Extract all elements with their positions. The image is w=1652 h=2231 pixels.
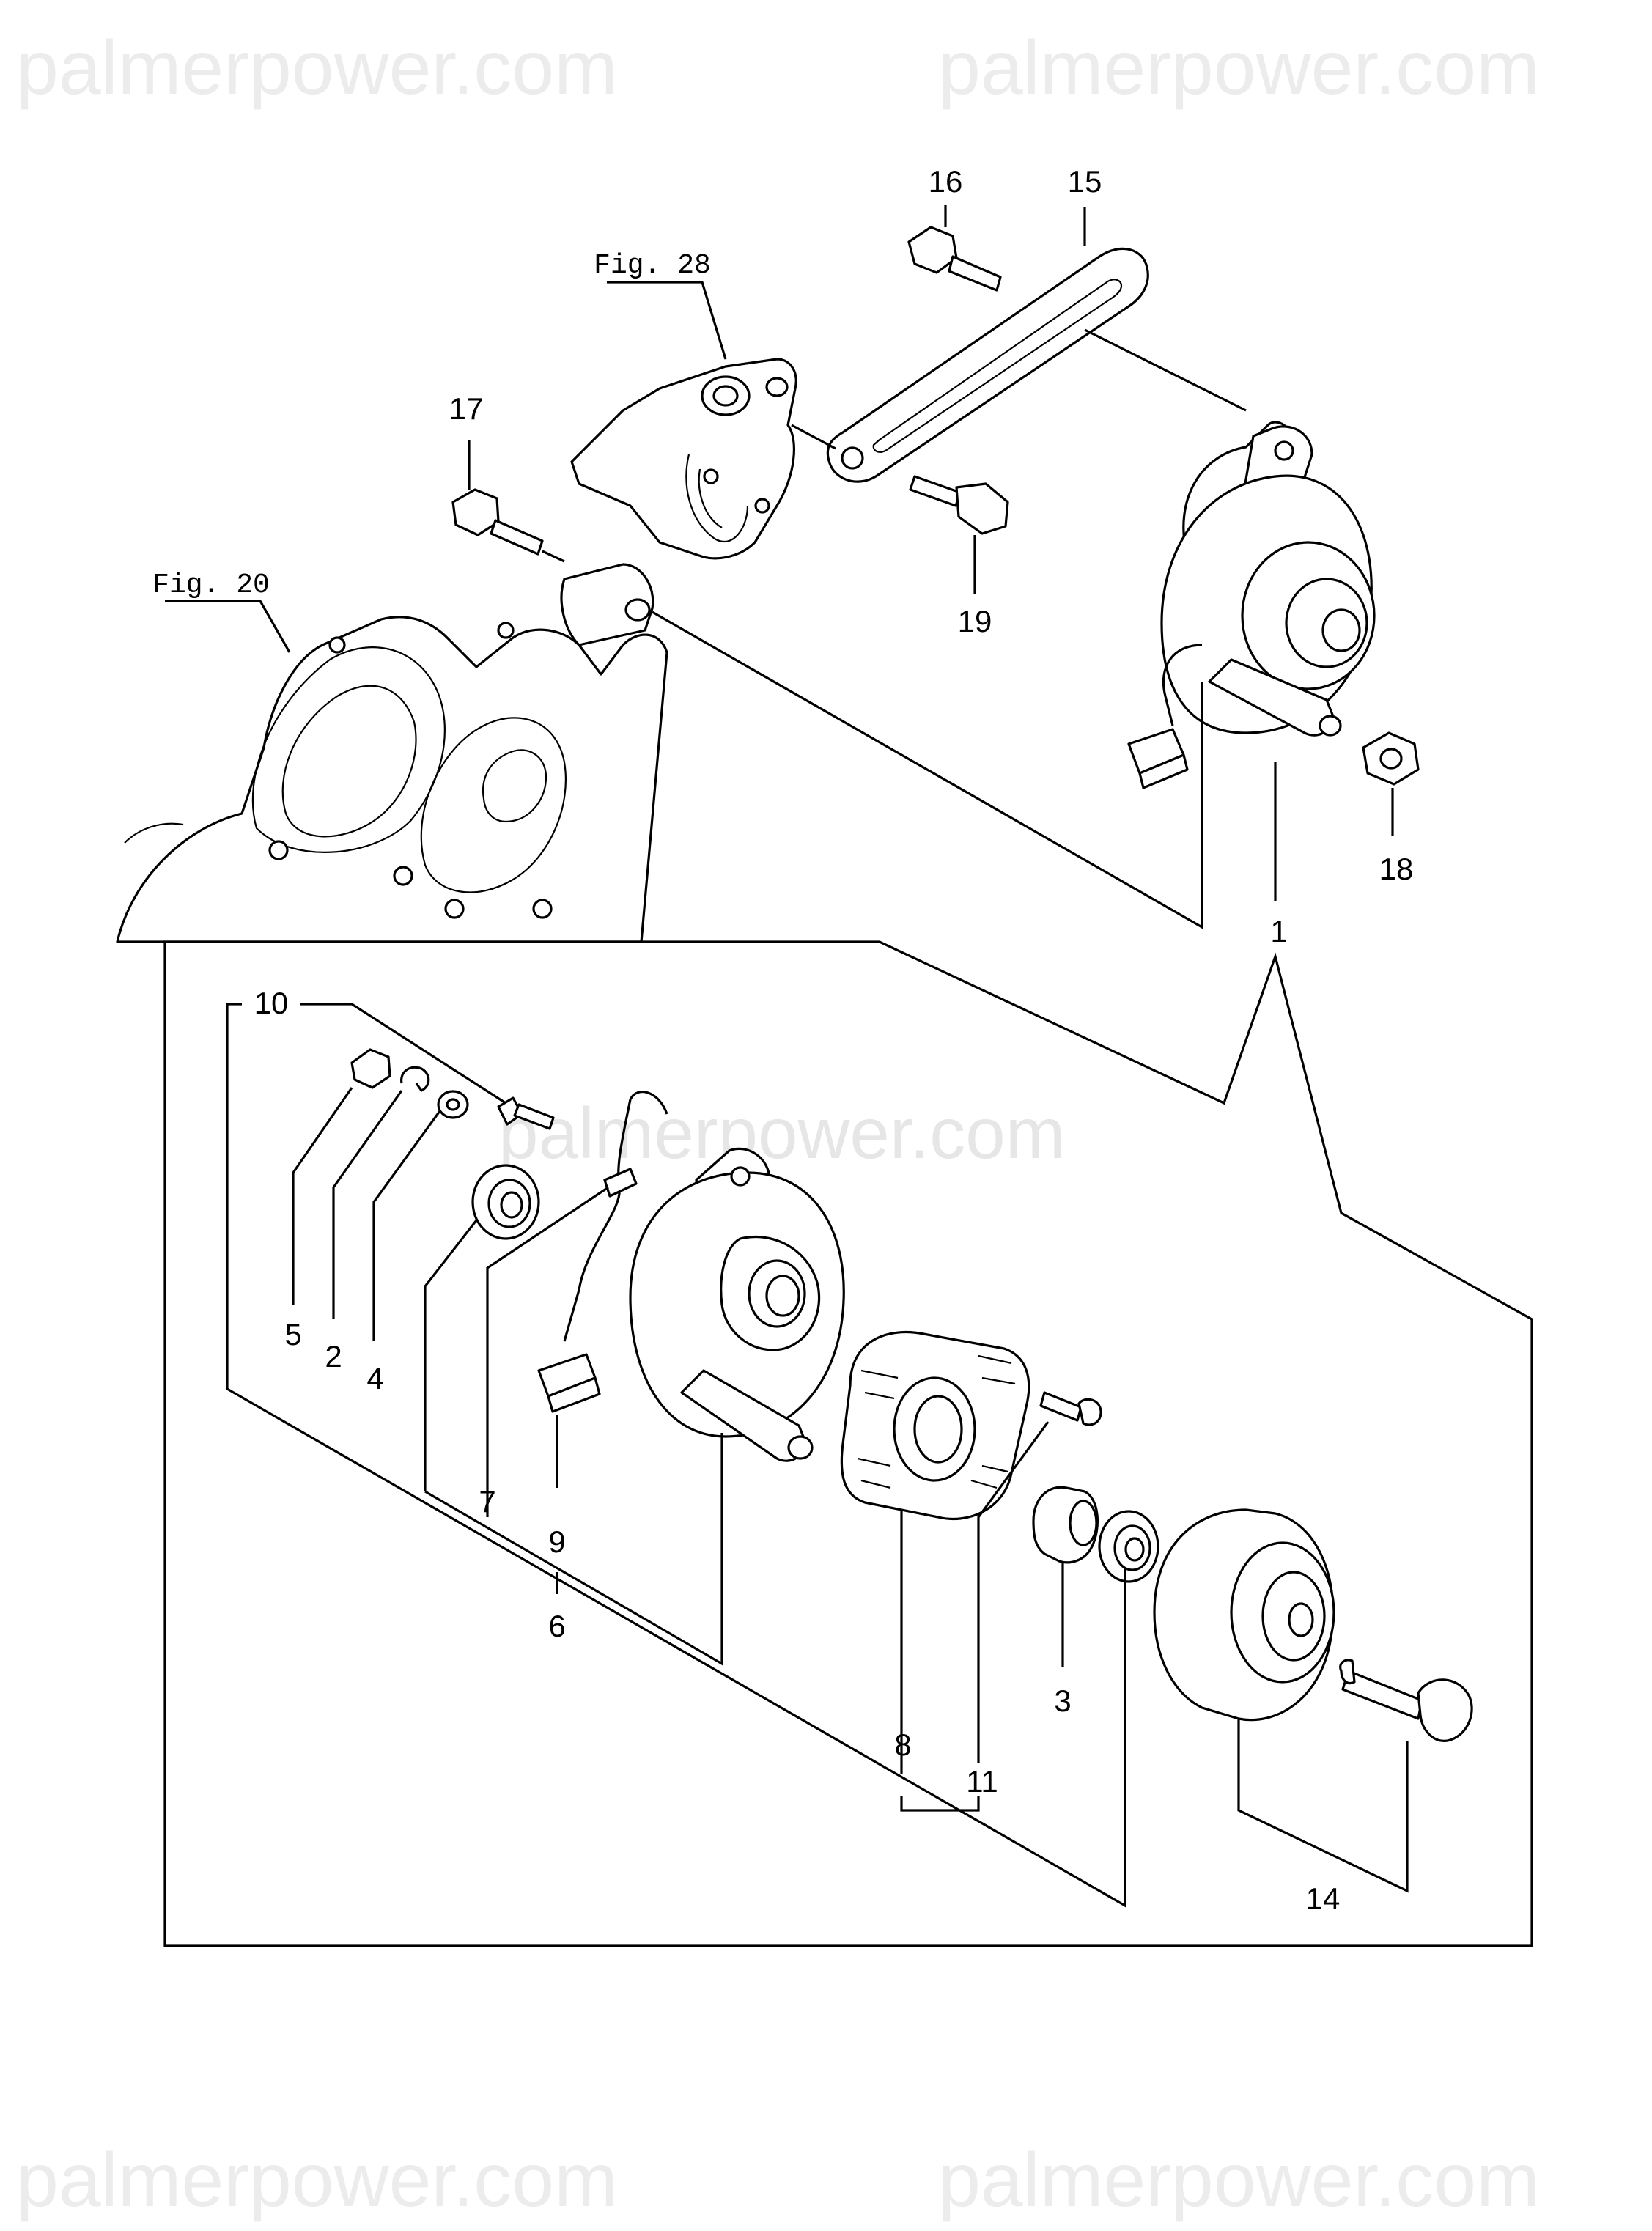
callout-15: 15 (1068, 164, 1102, 199)
callout-1: 1 (1270, 914, 1287, 948)
alternator-assembly (1127, 421, 1376, 789)
callout-18: 18 (1379, 852, 1414, 886)
gear-case-housing (116, 563, 668, 943)
nut-18 (1362, 731, 1420, 786)
exploded-view-enclosure (163, 940, 1533, 1947)
spring-washer-2 (400, 1066, 430, 1092)
figure-reference-20: Fig. 20 (152, 569, 270, 601)
leader-lines-exploded (226, 1003, 1409, 1908)
pulley-14 (1153, 1508, 1335, 1722)
callout-6: 6 (548, 1609, 565, 1643)
adjusting-strap (826, 247, 1149, 483)
callout-8: 8 (894, 1727, 911, 1762)
watermark-bottom-right: palmerpower.com (938, 2138, 1540, 2223)
watermark-top-left: palmerpower.com (16, 26, 618, 111)
screw-11 (1039, 1391, 1083, 1422)
stator-8 (840, 1330, 1030, 1521)
callout-19: 19 (958, 604, 992, 638)
callout-7: 7 (479, 1484, 495, 1519)
pulley-shaft-bolt (1341, 1670, 1423, 1720)
flange-bolt-19 (909, 475, 1009, 535)
callout-17: 17 (449, 391, 484, 426)
callout-5: 5 (284, 1317, 301, 1351)
callout-11: 11 (966, 1764, 998, 1799)
nut-5 (350, 1048, 391, 1089)
figure-reference-28: Fig. 28 (594, 250, 711, 281)
callout-9: 9 (548, 1524, 565, 1559)
watermark-bottom-left: palmerpower.com (16, 2138, 618, 2223)
callout-2: 2 (325, 1339, 342, 1373)
callout-3: 3 (1054, 1684, 1071, 1718)
flange-bolt-17 (451, 488, 544, 556)
watermark-top-right: palmerpower.com (938, 26, 1540, 111)
exploded-parts (350, 1048, 1473, 1742)
flange-bolt-16 (907, 226, 1002, 292)
callout-4: 4 (366, 1361, 383, 1395)
callout-10: 10 (254, 986, 289, 1020)
watermark-center: palmerpower.com (498, 1093, 1065, 1173)
callout-14: 14 (1306, 1881, 1341, 1916)
callout-16: 16 (929, 164, 963, 199)
bracket-housing (570, 358, 797, 560)
leader-lines-upper (165, 205, 1394, 929)
